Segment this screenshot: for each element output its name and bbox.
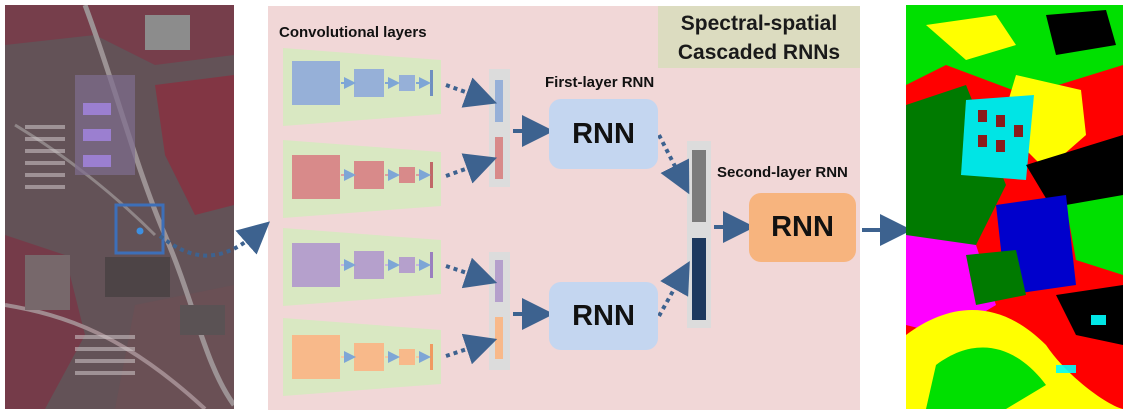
second-rnn-label: Second-layer RNN — [717, 164, 848, 181]
dotted-arrows-conv — [445, 77, 498, 365]
conv-branch-orange — [283, 318, 441, 396]
first-rnn-label: First-layer RNN — [545, 74, 655, 91]
classification-map-graphic — [906, 5, 1123, 409]
dotted-arrows-rnn — [657, 134, 690, 317]
conv-branch-purple — [283, 228, 441, 306]
rnn-block-top: RNN — [549, 99, 658, 169]
rnn-block-bottom: RNN — [549, 282, 658, 350]
solid-arrows — [513, 115, 912, 330]
title-box: Spectral-spatial Cascaded RNNs — [658, 6, 860, 68]
feature-vector-lower — [489, 252, 510, 370]
input-image-graphic — [5, 5, 234, 409]
conv-branch-red — [283, 140, 441, 218]
title-line-2: Cascaded RNNs — [677, 41, 841, 64]
conv-layers-label: Convolutional layers — [279, 24, 427, 41]
patch-to-network-arrow — [158, 221, 270, 258]
title-line-1: Spectral-spatial — [680, 12, 838, 35]
feature-vector-upper — [489, 69, 510, 187]
conv-branch-blue — [283, 48, 441, 126]
rnn-block-second: RNN — [749, 193, 856, 262]
classification-map — [906, 5, 1123, 409]
input-hyperspectral-image — [5, 5, 234, 409]
feature-vector-second — [687, 141, 711, 328]
